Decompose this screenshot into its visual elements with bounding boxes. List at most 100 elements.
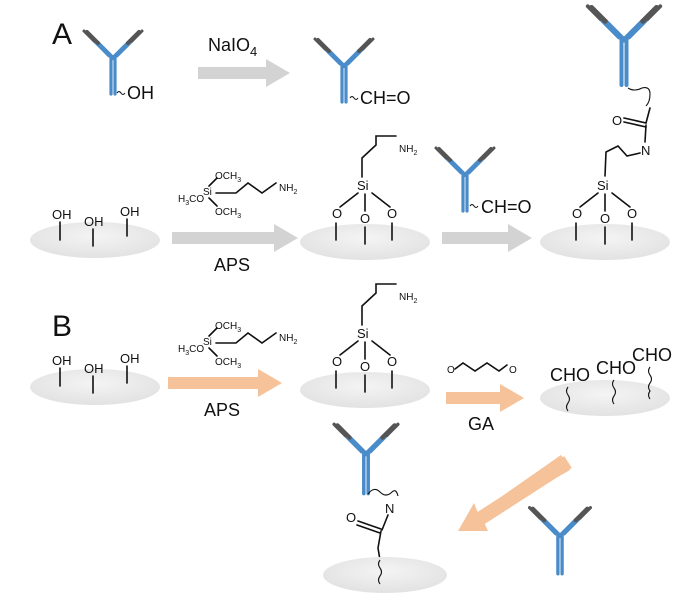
arrow-aps-a: [172, 224, 298, 252]
amide-bond: [381, 514, 389, 531]
amide-bond: [644, 124, 647, 143]
propyl-chain: [604, 145, 641, 177]
o-label: O: [627, 206, 637, 221]
hydroxyl-label: OH: [127, 83, 154, 103]
arrow-shaft: [474, 456, 572, 526]
propyl-chain: [215, 181, 277, 194]
cho-label: CHO: [632, 345, 672, 365]
si-label: Si: [203, 187, 212, 198]
si-label: Si: [597, 178, 609, 193]
nh2-label: NH2: [399, 144, 417, 157]
o-label: O: [332, 206, 342, 221]
nh2-label: NH2: [279, 333, 297, 346]
o-label: O: [360, 359, 370, 374]
propyl-chain: [215, 331, 277, 344]
glutaraldehyde-chain: [454, 362, 508, 372]
wavy-linker: [116, 90, 126, 96]
si-label: Si: [203, 337, 212, 348]
nh2-label: NH2: [279, 183, 297, 196]
o-label: O: [332, 354, 342, 369]
och3-label: OCH3: [215, 321, 241, 334]
glutaraldehyde-structure: O O: [447, 362, 517, 376]
surface-7: [323, 557, 447, 593]
och3-label: OCH3: [215, 357, 241, 370]
propyl-chain: [361, 283, 397, 326]
amide-n-label: N: [641, 143, 650, 158]
aldehyde-label: CH=O: [481, 197, 532, 217]
antibody-icon: [588, 6, 661, 85]
wavy-linker: [469, 203, 479, 209]
oh-label: OH: [84, 214, 104, 229]
panel-b-label: B: [52, 310, 72, 343]
aps-structure: OCH3 H3CO Si NH2 OCH3: [178, 171, 297, 220]
oh-label: OH: [120, 351, 140, 366]
reagent-aps-b: APS: [204, 400, 240, 420]
silane-structure: NH2 Si O O O: [332, 135, 417, 245]
bond: [371, 340, 391, 356]
och3-label: OCH3: [215, 207, 241, 220]
reagent-ga: GA: [468, 414, 494, 434]
chain-bond: [377, 530, 382, 561]
chain-bond: [645, 107, 651, 124]
silane-structure: NH2 Si O O O: [332, 283, 417, 393]
wavy-linker: [565, 386, 571, 412]
oh-label: OH: [52, 207, 72, 222]
antibody-icon: [334, 424, 398, 493]
carbonyl-bond: [356, 524, 381, 534]
o-label: O: [600, 211, 610, 226]
bond: [339, 192, 359, 208]
arrow-conjugation-a: [442, 224, 532, 252]
wavy-linker: [349, 95, 359, 101]
oh-label: OH: [52, 353, 72, 368]
o-label: O: [447, 365, 455, 376]
o-label: O: [387, 206, 397, 221]
bond: [208, 347, 218, 357]
oh-label: OH: [120, 204, 140, 219]
carbonyl-bond: [623, 117, 647, 124]
wavy-linker: [647, 366, 653, 400]
o-label: O: [387, 354, 397, 369]
surface-6: [540, 380, 670, 416]
bond: [339, 340, 359, 356]
carbonyl-bond: [357, 520, 382, 530]
aps-structure: OCH3 H3CO Si NH2 OCH3: [178, 321, 297, 370]
arrow-ga: [446, 384, 524, 412]
bond: [611, 192, 631, 208]
cho-label: CHO: [550, 365, 590, 385]
och3-label: OCH3: [215, 171, 241, 184]
wavy-linker: [627, 87, 651, 107]
wavy-linker: [377, 559, 383, 585]
bond: [208, 177, 218, 187]
o-label: O: [509, 365, 517, 376]
propyl-chain: [361, 135, 397, 178]
amide-n-label: N: [385, 501, 394, 516]
antibody-icon: [530, 508, 591, 574]
bond: [579, 192, 599, 208]
carbonyl-o-label: O: [612, 113, 622, 128]
si-label: Si: [357, 326, 369, 341]
silane-structure: Si O O O: [572, 178, 637, 245]
wavy-linker: [367, 488, 399, 497]
h3co-label: H3CO: [178, 344, 204, 357]
bond: [371, 192, 391, 208]
arrow-aps-b: [168, 369, 282, 397]
o-label: O: [360, 211, 370, 226]
panel-a-label: A: [52, 18, 72, 51]
si-label: Si: [357, 178, 369, 193]
wavy-linker: [611, 379, 617, 405]
carbonyl-bond: [623, 121, 647, 128]
nh2-label: NH2: [399, 292, 417, 305]
o-label: O: [572, 206, 582, 221]
arrow-naio4: [198, 59, 290, 87]
reagent-naio4: NaIO4: [208, 35, 257, 59]
cho-label: CHO: [596, 358, 636, 378]
reagent-aps-a: APS: [214, 255, 250, 275]
oh-label: OH: [84, 361, 104, 376]
bond: [208, 327, 218, 337]
bond: [208, 197, 218, 207]
h3co-label: H3CO: [178, 194, 204, 207]
carbonyl-o-label: O: [346, 510, 356, 525]
aldehyde-label: CH=O: [360, 88, 411, 108]
